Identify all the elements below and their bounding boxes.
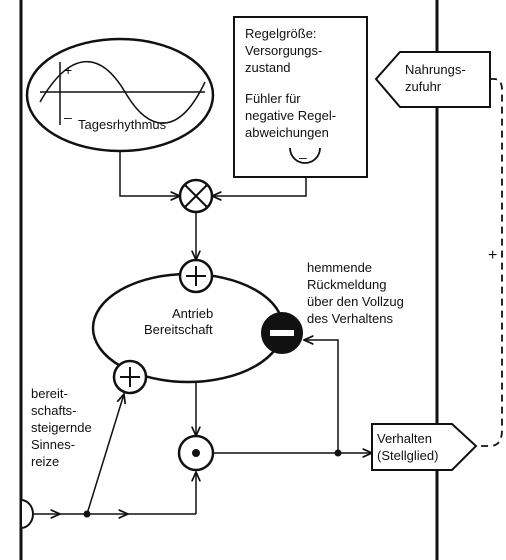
stimuli-line1: bereit-	[31, 386, 68, 401]
drive-line2: Bereitschaft	[144, 322, 213, 337]
plus-node-top	[178, 258, 214, 294]
stimulus-input-node	[20, 498, 34, 530]
stimulus-to-plus-line	[86, 394, 124, 515]
food-intake-input: Nahrungs- zufuhr	[374, 51, 491, 108]
sensor-line3: abweichungen	[245, 125, 329, 140]
sensor-line2: negative Regel-	[245, 108, 336, 123]
stimuli-line5: reize	[31, 454, 59, 469]
rhythm-to-multiplier-line	[119, 151, 180, 196]
inhibitory-line3: über den Vollzug	[307, 294, 404, 309]
daily-rhythm-label: Tagesrhythmus	[78, 117, 167, 132]
sensor-line1: Fühler für	[245, 91, 301, 106]
controlled-variable-line2: Versorgungs-	[245, 43, 322, 58]
stimuli-line2: schafts-	[31, 403, 77, 418]
controlled-variable-line1: Regelgröße:	[245, 26, 317, 41]
behavior-line1: Verhalten	[377, 431, 432, 446]
stimuli-line3: steigernde	[31, 420, 92, 435]
plus-sign: +	[64, 62, 72, 78]
drive-line1: Antrieb	[172, 306, 213, 321]
sensor-to-multiplier-line	[212, 177, 307, 196]
stimuli-line4: Sinnes-	[31, 437, 75, 452]
inhibitory-node	[261, 312, 303, 354]
output-node	[177, 434, 215, 472]
plus-node-left	[112, 359, 148, 395]
food-intake-line1: Nahrungs-	[405, 62, 466, 77]
behavior-line2: (Stellglied)	[377, 448, 438, 463]
minus-sign: –	[64, 109, 72, 125]
behavior-actuator: Verhalten (Stellglied)	[371, 423, 478, 471]
inhibitory-line1: hemmende	[307, 260, 372, 275]
sensor-cup	[289, 147, 321, 164]
daily-rhythm-node: + – Tagesrhythmus	[25, 37, 215, 153]
feedback-dashed-line	[476, 78, 503, 447]
controlled-variable-line3: zustand	[245, 60, 291, 75]
feedback-plus-sign: +	[488, 247, 497, 264]
inhibitory-line4: des Verhaltens	[307, 311, 394, 326]
sensor-minus-sign: –	[299, 149, 307, 165]
food-intake-line2: zufuhr	[405, 79, 442, 94]
controlled-variable-box: Regelgröße: Versorgungs- zustand Fühler …	[233, 16, 368, 178]
multiplier-node	[178, 178, 214, 214]
inhibitory-line2: Rückmeldung	[307, 277, 387, 292]
inhibitory-feedback-line	[304, 340, 339, 453]
